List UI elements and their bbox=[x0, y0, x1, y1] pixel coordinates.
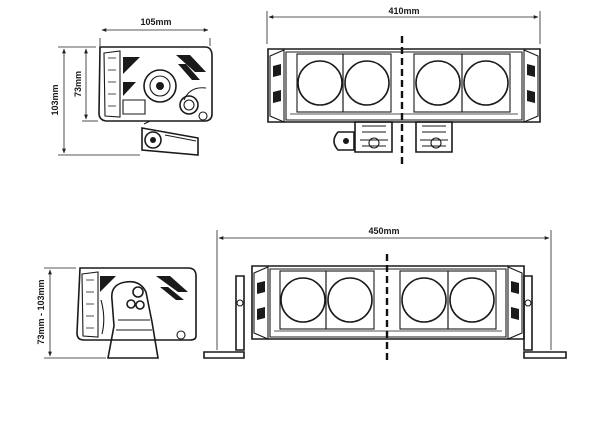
dim-73-103: 73mm - 103mm bbox=[36, 267, 106, 359]
side-view-bottom bbox=[76, 267, 197, 359]
dim-103: 103mm bbox=[50, 46, 140, 156]
dim-103-label: 103mm bbox=[50, 84, 60, 115]
dim-105-label: 105mm bbox=[140, 17, 171, 27]
dim-450: 450mm bbox=[216, 226, 552, 350]
dim-410-label: 410mm bbox=[388, 6, 419, 16]
dim-450-label: 450mm bbox=[368, 226, 399, 236]
dim-73-103-label: 73mm - 103mm bbox=[36, 279, 46, 344]
front-view-bottom bbox=[203, 265, 567, 359]
dim-73-label: 73mm bbox=[73, 71, 83, 97]
dim-73: 73mm bbox=[73, 48, 98, 122]
front-view-top bbox=[267, 48, 541, 153]
side-view-top bbox=[98, 46, 213, 156]
dim-105: 105mm bbox=[99, 17, 211, 46]
dim-410: 410mm bbox=[266, 6, 541, 44]
